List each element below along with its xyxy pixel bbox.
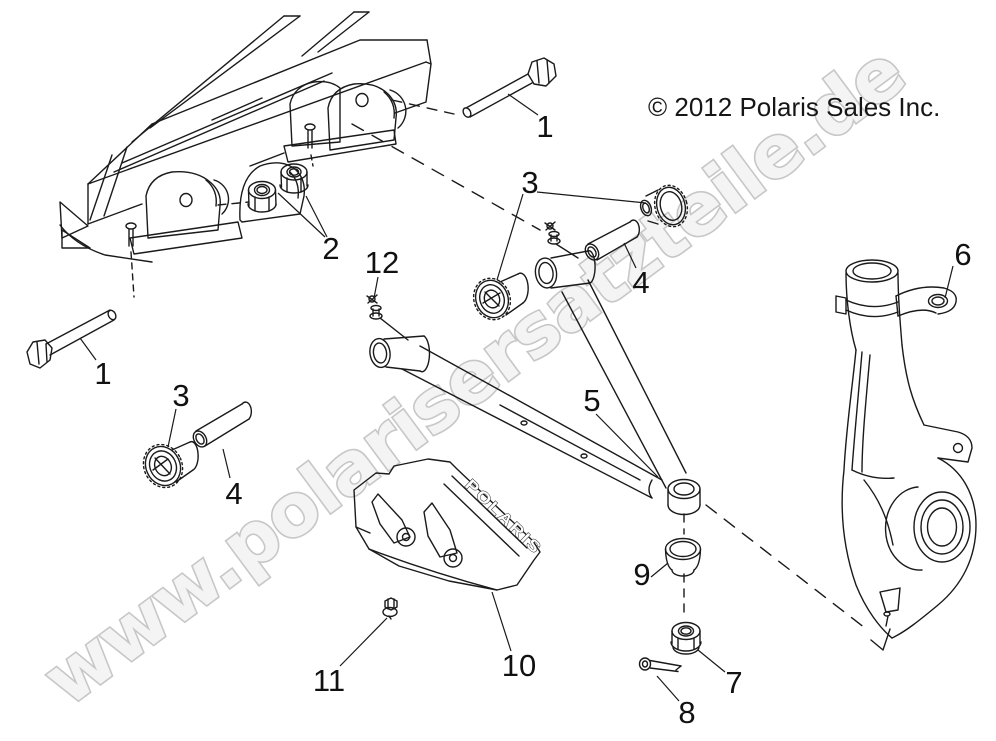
cap-9 xyxy=(664,537,702,577)
bushing-3-left xyxy=(142,440,199,489)
bushing-3-right xyxy=(639,184,689,228)
cotter-pin-8 xyxy=(638,657,682,673)
callout-label-6: 6 xyxy=(954,237,971,272)
assembly-dashed-lines xyxy=(217,99,891,651)
knuckle-6 xyxy=(835,259,977,639)
callout-label-9: 9 xyxy=(633,557,650,592)
callout-label-12: 12 xyxy=(365,245,399,280)
callout-label-1-lower: 1 xyxy=(94,356,111,391)
callout-label-5: 5 xyxy=(583,383,600,418)
nut-2-front xyxy=(247,180,277,213)
guard-plate-10 xyxy=(353,458,541,591)
callout-label-10: 10 xyxy=(502,648,536,683)
copyright-text: © 2012 Polaris Sales Inc. xyxy=(648,92,940,122)
nut-7 xyxy=(670,621,702,655)
callout-label-4-lower: 4 xyxy=(225,476,242,511)
frame-section xyxy=(59,11,432,298)
bolt-1-upper xyxy=(462,57,557,118)
sleeve-4-left xyxy=(192,401,253,448)
leader-lines xyxy=(79,93,954,702)
nut-2-rear xyxy=(279,163,309,194)
callout-label-11: 11 xyxy=(313,663,345,698)
grease-fitting-upper xyxy=(544,221,579,259)
bushing-3-middle xyxy=(472,272,529,321)
callout-label-3-upper: 3 xyxy=(521,165,538,200)
grease-fitting-12 xyxy=(366,294,409,341)
bolt-11 xyxy=(382,597,398,620)
a-arm-5 xyxy=(369,250,701,516)
bolt-1-lower xyxy=(26,309,117,369)
callout-label-1-upper: 1 xyxy=(536,109,553,144)
callout-label-4-upper: 4 xyxy=(632,265,649,300)
callout-label-2: 2 xyxy=(322,231,339,266)
plate-brand-text: POLARIS xyxy=(461,477,545,559)
callout-label-8: 8 xyxy=(678,695,695,730)
sleeve-4-upper xyxy=(584,219,641,261)
callout-label-7: 7 xyxy=(725,665,742,700)
callout-label-3-lower: 3 xyxy=(172,378,189,413)
